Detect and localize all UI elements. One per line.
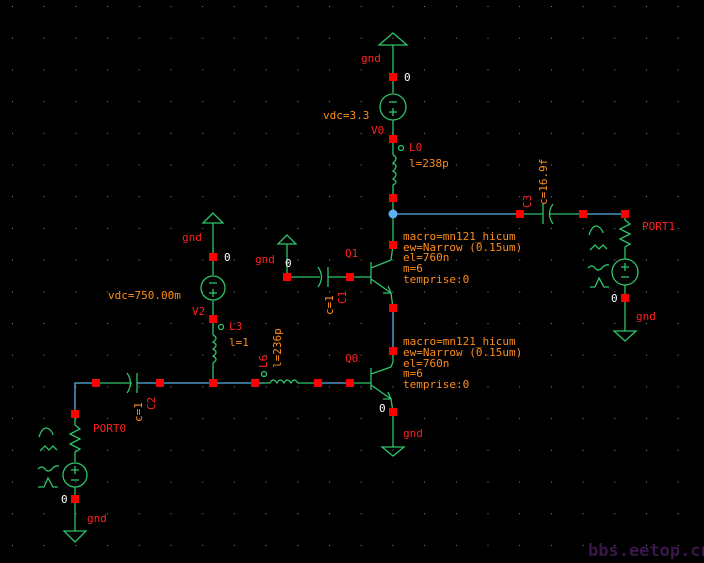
pins [71,73,629,503]
v2-param: vdc=750.00m [108,289,181,302]
q1-gnd-label: gnd [255,253,275,266]
port0-source[interactable] [37,414,88,543]
pin[interactable] [346,379,354,387]
c3-label: C3 [521,195,534,208]
q1-params: macro=mn121_hicum ew=Narrow (0.15um) el=… [403,230,522,286]
pin[interactable] [209,315,217,323]
inductor-l3[interactable] [211,323,225,384]
q0-param: ew=Narrow (0.15um) [403,346,522,359]
pin[interactable] [389,304,397,312]
v0-label: V0 [371,124,384,137]
pin[interactable] [92,379,100,387]
capacitor-c3[interactable] [542,203,583,225]
pin[interactable] [71,495,79,503]
port1-gnd-label: gnd [636,310,656,323]
inductor-l6[interactable] [260,370,319,385]
pin[interactable] [621,294,629,302]
q1-param: temprise:0 [403,273,469,286]
l3-param: l=1 [229,336,249,349]
pin[interactable] [251,379,259,387]
gnd-symbol-v2[interactable] [201,212,225,275]
selected-node-dot[interactable] [388,209,398,219]
pin[interactable] [209,253,217,261]
v2-net-label: 0 [224,251,231,264]
l3-label: L3 [229,320,242,333]
l6-label: L6 [257,355,270,368]
q0-label: Q0 [345,352,358,365]
pin[interactable] [283,273,291,281]
pin[interactable] [346,273,354,281]
q0-param: macro=mn121_hicum [403,335,516,348]
port0-net-label: 0 [61,493,68,506]
input-net-wire[interactable] [74,382,96,414]
v0-param: vdc=3.3 [323,109,369,122]
pin[interactable] [209,379,217,387]
pin[interactable] [579,210,587,218]
port1-label: PORT1 [642,220,675,233]
watermark: bbs.eetop.cn [588,541,704,561]
l0-label: L0 [409,141,422,154]
pin[interactable] [71,410,79,418]
q0-param: temprise:0 [403,378,469,391]
c1-param: c=1 [323,295,336,315]
pin[interactable] [516,210,524,218]
c2-param: c=1 [132,402,145,422]
pin[interactable] [389,73,397,81]
c1-label: C1 [336,291,349,304]
q1-label: Q1 [345,247,358,260]
l6-param: l=236p [271,328,284,368]
q0-param: m=6 [403,367,423,380]
pin[interactable] [389,135,397,143]
port1-net-label: 0 [611,292,618,305]
q0-param: el=760n [403,357,449,370]
q1-param: macro=mn121_hicum [403,230,516,243]
pin[interactable] [389,241,397,249]
v2-gnd-label: gnd [182,231,202,244]
net-label: 0 [404,71,411,84]
v2-label: V2 [192,305,205,318]
gnd-symbol-q1[interactable] [276,234,298,277]
port0-label: PORT0 [93,422,126,435]
pin[interactable] [389,408,397,416]
q1-param: ew=Narrow (0.15um) [403,241,522,254]
c2-label: C2 [145,397,158,410]
pin[interactable] [621,210,629,218]
pin[interactable] [389,347,397,355]
port0-gnd-label: gnd [87,512,107,525]
q0-params: macro=mn121_hicum ew=Narrow (0.15um) el=… [403,335,522,391]
gnd-symbol-top[interactable] [377,32,409,93]
gnd-label: gnd [361,52,381,65]
q1-gnd-net: 0 [285,257,292,270]
q0-gnd-label: gnd [403,427,423,440]
pin[interactable] [314,379,322,387]
q1-param: m=6 [403,262,423,275]
c3-param: c=16.9f [537,159,550,205]
inductor-l0[interactable] [391,144,405,215]
pin[interactable] [389,194,397,202]
pin[interactable] [156,379,164,387]
q0-net-label: 0 [379,402,386,415]
port1-source[interactable] [587,214,639,342]
q1-param: el=760n [403,251,449,264]
l0-param: l=238p [409,157,449,170]
